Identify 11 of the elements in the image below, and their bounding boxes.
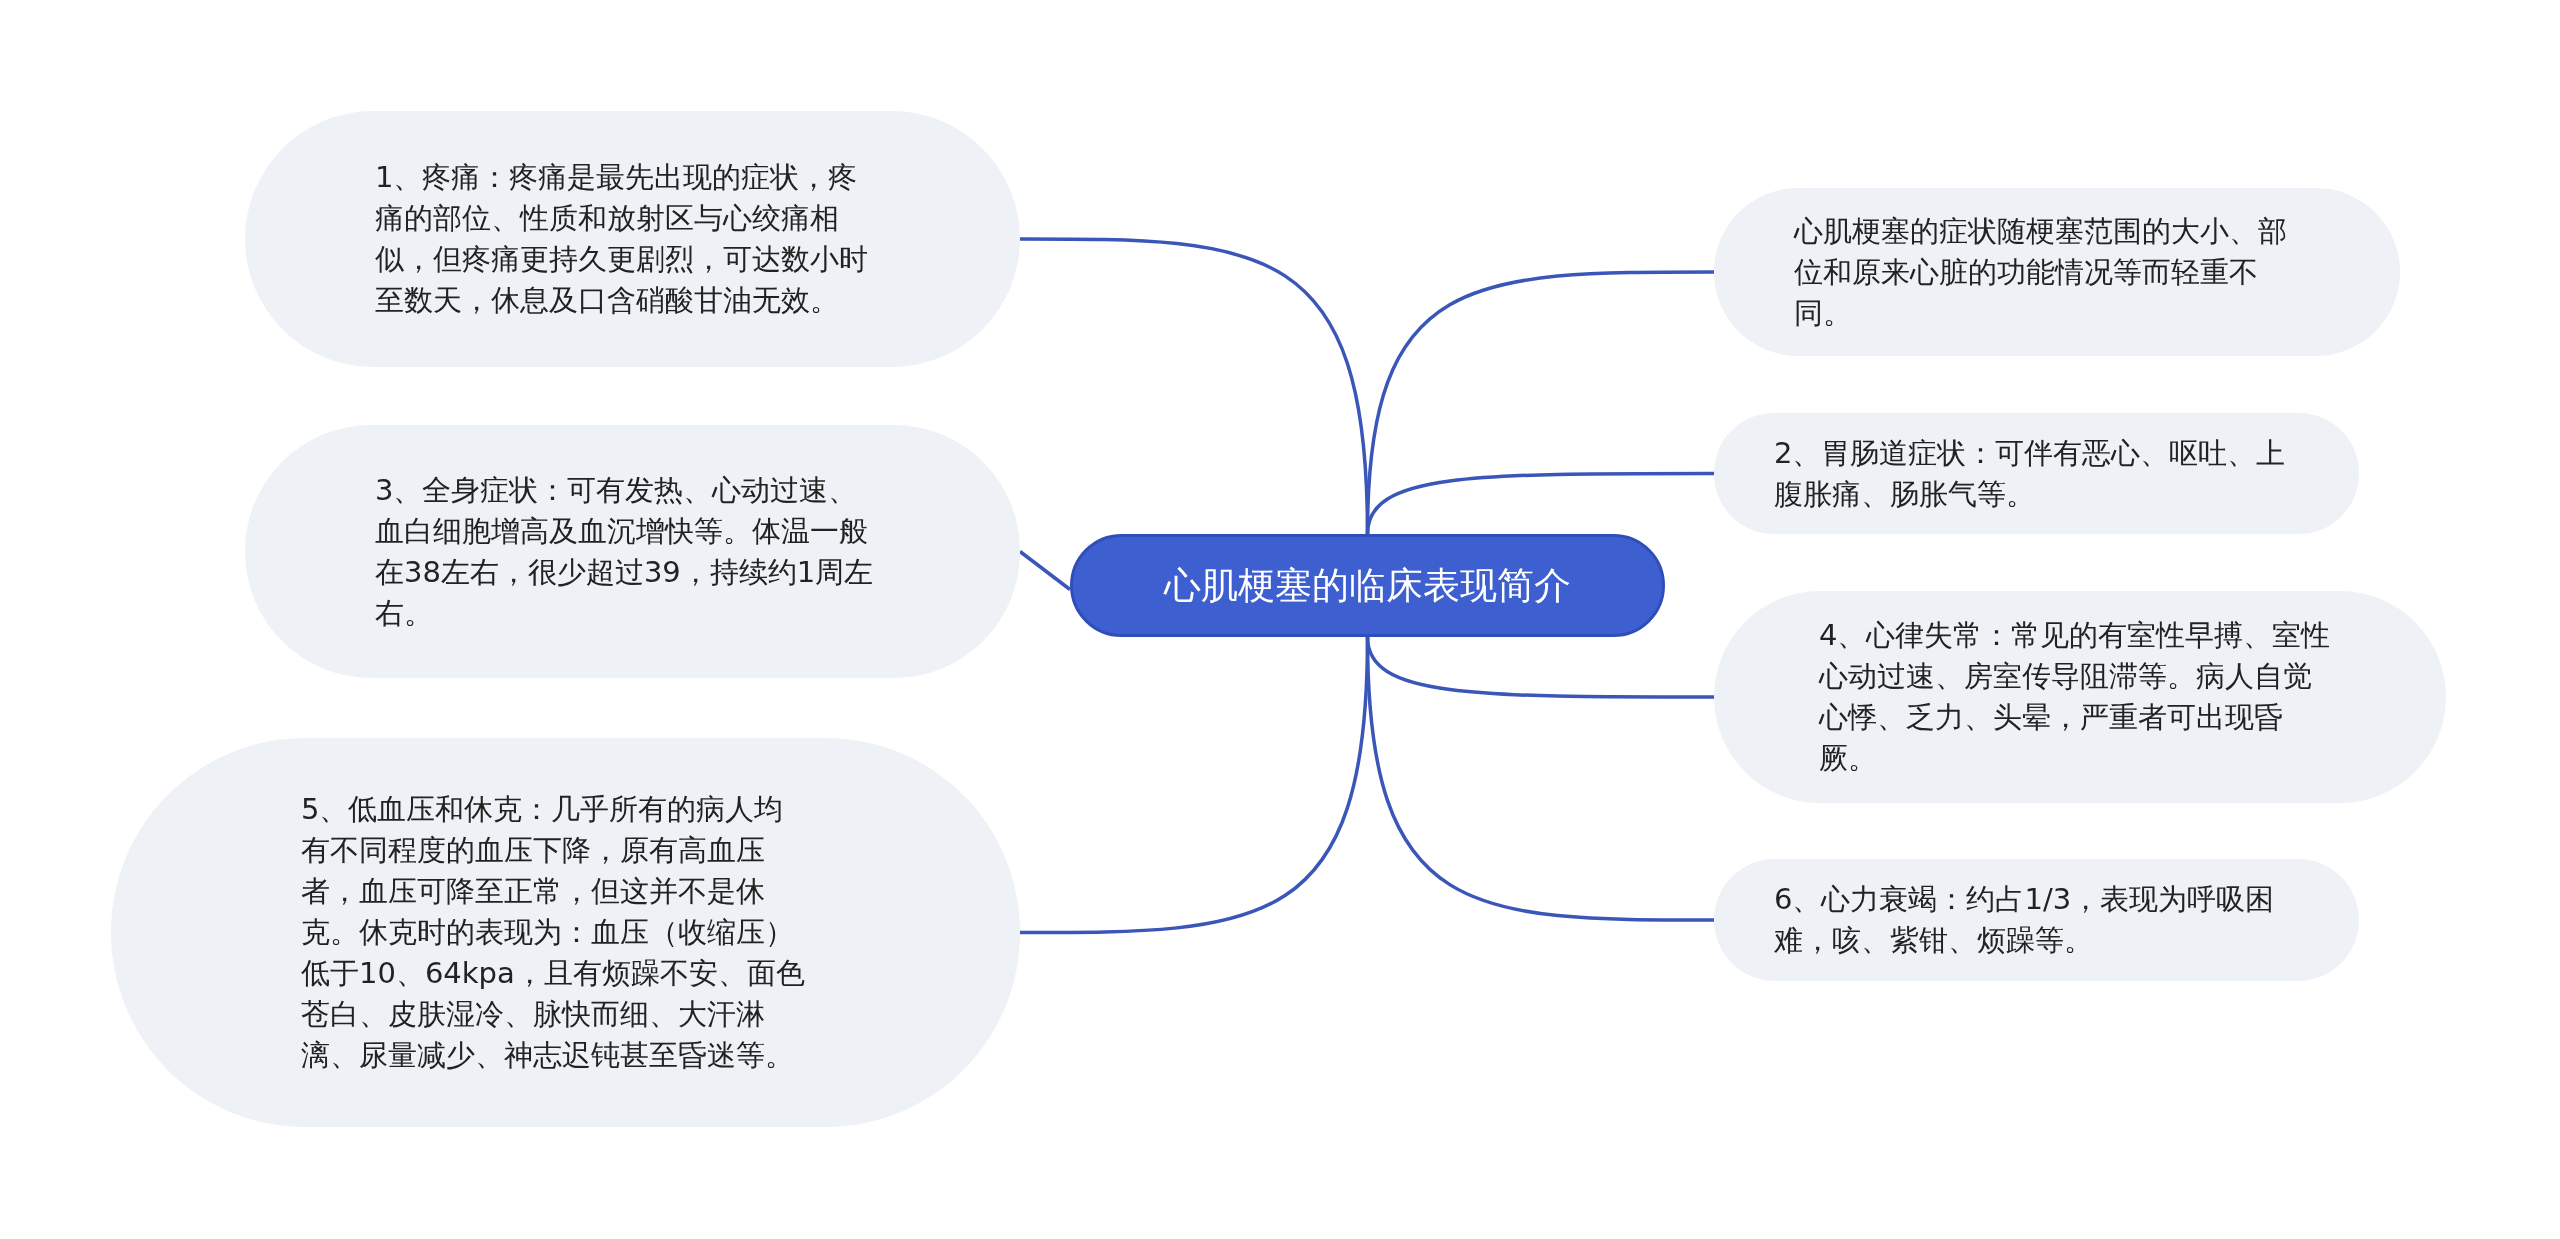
topic-box: 4、心律失常：常见的有室性早搏、室性心动过速、房室传导阻滞等。病人自觉心悸、乏力、头晕，严重者可出现昏厥。 xyxy=(1714,591,2446,803)
topic-box: 心肌梗塞的症状随梗塞范围的大小、部位和原来心脏的功能情况等而轻重不同。 xyxy=(1714,188,2400,356)
connector-line xyxy=(1365,636,1714,922)
topic-box: 1、疼痛：疼痛是最先出现的症状，疼痛的部位、性质和放射区与心绞痛相似，但疼痛更持久更剧烈，可达数小时至数天，休息及口含硝酸甘油无效。 xyxy=(245,111,1020,367)
connector-line xyxy=(1018,550,1072,591)
topic-box: 6、心力衰竭：约占1/3，表现为呼吸困难，咳、紫钳、烦躁等。 xyxy=(1714,859,2359,981)
central-topic-box: 心肌梗塞的临床表现简介 xyxy=(1070,534,1665,637)
topic-box: 5、低血压和休克：几乎所有的病人均有不同程度的血压下降，原有高血压者，血压可降至正常，但这并不是休克。休克时的表现为：血压（收缩压）低于10、64kpa，且有烦躁不安、面色苍白、皮肤湿冷、脉快而细、大汗淋漓、尿量减少、神志迟钝甚至昏迷等。 xyxy=(111,738,1020,1127)
topic-box: 3、全身症状：可有发热、心动过速、血白细胞增高及血沉增快等。体温一般在38左右，很少超过39，持续约1周左右。 xyxy=(245,425,1020,678)
connector-line xyxy=(1365,471,1714,535)
topic-box: 2、胃肠道症状：可伴有恶心、呕吐、上腹胀痛、肠胀气等。 xyxy=(1714,413,2359,534)
